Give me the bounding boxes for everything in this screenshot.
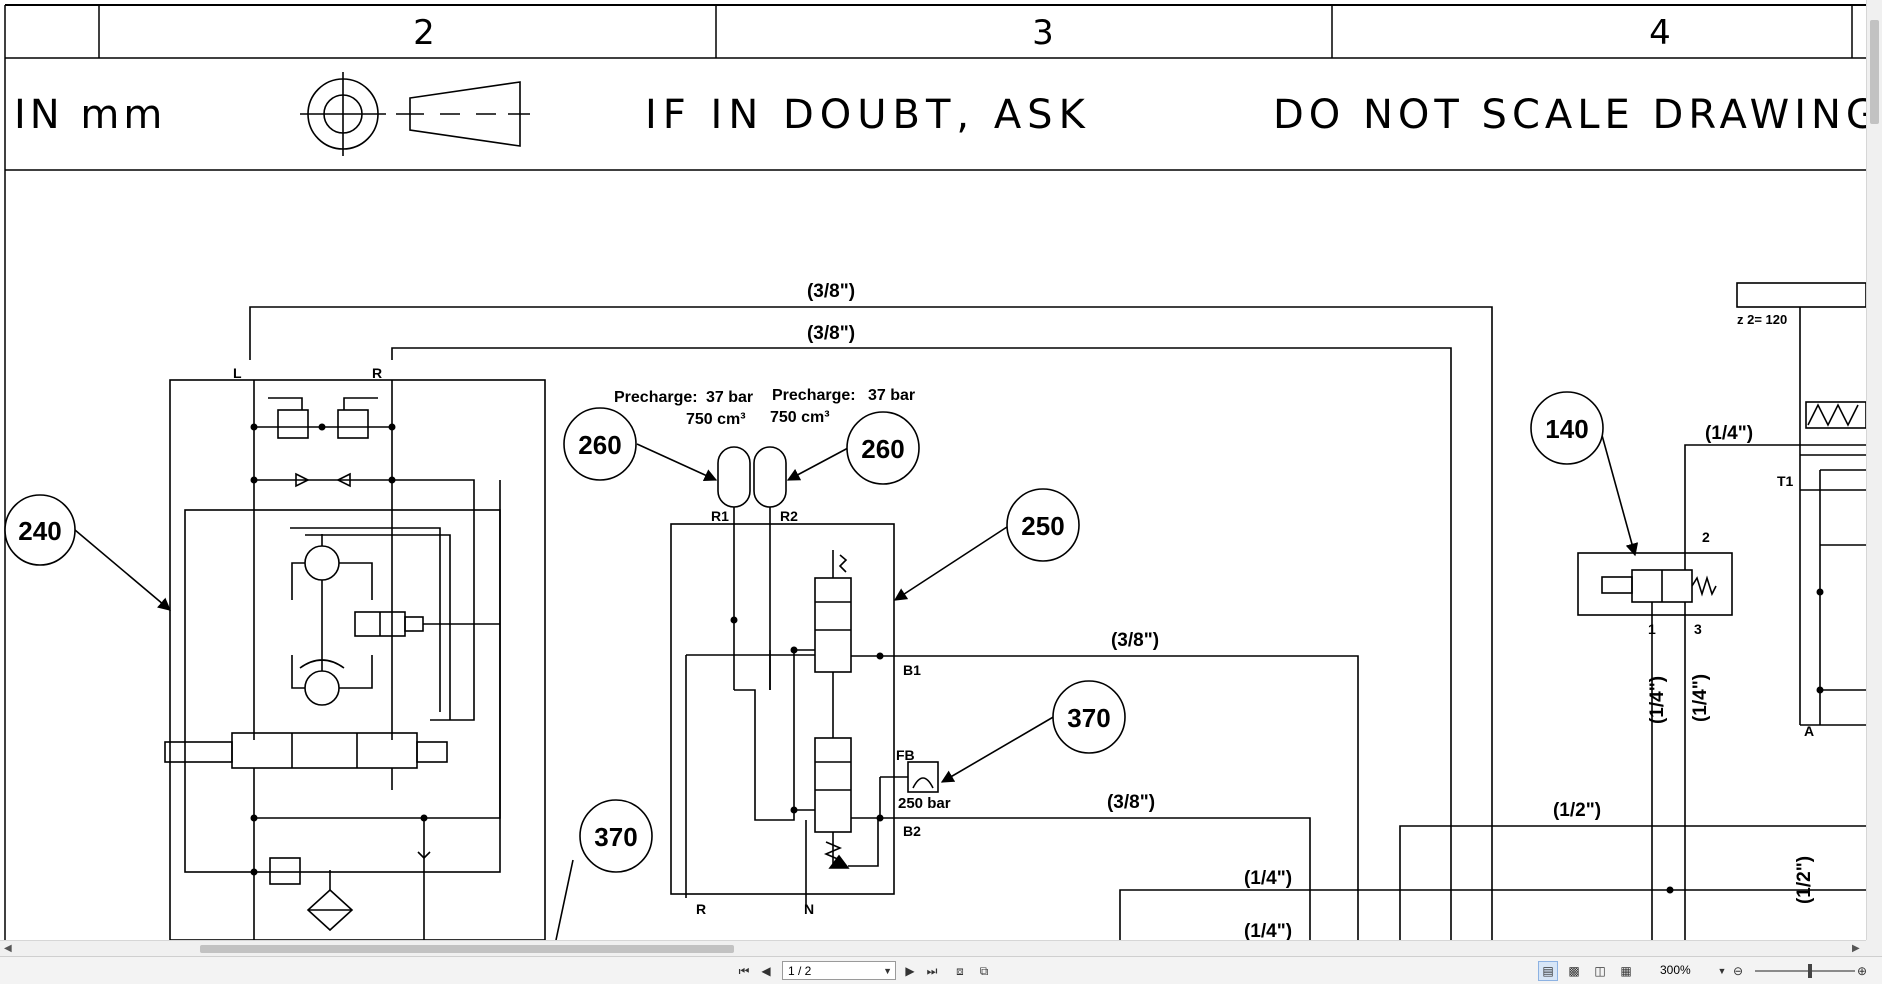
port-N: N [804, 901, 814, 917]
pipe-label-b2: (3/8") [1107, 792, 1155, 813]
book-view-icon: ▦ [1620, 964, 1632, 978]
zoom-dropdown[interactable]: ▼ [1712, 961, 1732, 981]
prev-page-button[interactable]: ◀ [756, 961, 776, 981]
two-page-view-button[interactable]: ◫ [1590, 961, 1610, 981]
callout-240: 240 [18, 516, 61, 546]
two-page-icon: ◫ [1594, 964, 1606, 978]
units-text: IN mm [14, 92, 166, 138]
port-R-top: R [372, 365, 382, 381]
callout-260-right: 260 [861, 434, 904, 464]
pipe-label-half-1: (1/2") [1553, 800, 1601, 821]
horizontal-scroll-thumb[interactable] [200, 945, 734, 953]
single-page-icon: ▤ [1542, 964, 1554, 978]
gear-ratio-label: z 2= 120 [1737, 312, 1787, 327]
zoom-slider[interactable] [1755, 970, 1855, 972]
port-3: 3 [1694, 621, 1702, 637]
next-view-icon: ⧉ [979, 963, 989, 978]
next-view-button[interactable]: ⧉ [974, 961, 994, 981]
callout-260-left: 260 [578, 430, 621, 460]
horizontal-scrollbar[interactable]: ◀ ▶ [0, 940, 1866, 956]
callout-leaders [74, 427, 1639, 940]
document-viewport[interactable]: 2 3 4 IN mm IF IN DOUBT, ASK DO NOT SCAL… [0, 0, 1866, 940]
book-view-button[interactable]: ▦ [1616, 961, 1636, 981]
pipe-label-b1: (3/8") [1111, 630, 1159, 651]
port-T1: T1 [1777, 473, 1794, 489]
port-B1: B1 [903, 662, 921, 678]
zone-number-3: 3 [1032, 13, 1054, 53]
zoom-out-button[interactable]: ⊖ [1728, 961, 1748, 981]
junction-dots [250, 423, 1824, 894]
precharge-label-left: Precharge: [614, 389, 698, 406]
port-A: A [1804, 723, 1814, 739]
zoom-in-button[interactable]: ⊕ [1852, 961, 1872, 981]
page-indicator: 1 / 2 [788, 964, 812, 978]
port-FB: FB [896, 747, 915, 763]
port-1: 1 [1648, 621, 1656, 637]
title-block [4, 4, 1866, 940]
projection-symbol-icon [300, 72, 530, 156]
callout-circles [4, 391, 1604, 873]
status-bar: ⏮ ◀ 1 / 2 ▼ ▶ ⏭ ⧈ ⧉ ▤ ▩ ◫ ▦ 300% ▼ ⊖ ⊕ [0, 956, 1882, 984]
pipe-label-quarter-1: (1/4") [1244, 868, 1292, 889]
pipe-label-quarter-v2: (1/4") [1690, 674, 1711, 722]
zoom-level[interactable]: 300% [1660, 963, 1691, 977]
prev-view-icon: ⧈ [956, 963, 964, 978]
callout-370-left: 370 [594, 822, 637, 852]
port-R-bottom: R [696, 901, 706, 917]
accumulator-volume-left: 750 cm³ [686, 411, 746, 428]
pipe-label-quarter-3: (1/4") [1705, 423, 1753, 444]
zoom-slider-handle[interactable] [1808, 964, 1812, 978]
port-L: L [233, 365, 242, 381]
callout-250: 250 [1021, 511, 1064, 541]
pressure-250-label: 250 bar [898, 795, 951, 812]
zone-number-4: 4 [1649, 13, 1671, 53]
next-page-icon: ▶ [905, 964, 915, 978]
schematic-drawing: 2 3 4 IN mm IF IN DOUBT, ASK DO NOT SCAL… [4, 4, 1866, 940]
pipe-label-top-1: (3/8") [807, 281, 855, 302]
precharge-label-right: Precharge: [772, 387, 856, 404]
chevron-down-icon: ▼ [1717, 966, 1727, 976]
continuous-icon: ▩ [1568, 964, 1580, 978]
scrollbar-corner [1866, 940, 1882, 956]
prev-page-icon: ◀ [761, 964, 771, 978]
zoom-in-icon: ⊕ [1856, 964, 1868, 978]
pipe-label-quarter-2: (1/4") [1244, 921, 1292, 940]
callout-370-right: 370 [1067, 703, 1110, 733]
scale-text: DO NOT SCALE DRAWING [1273, 92, 1866, 138]
scroll-right-icon[interactable]: ▶ [1852, 943, 1860, 954]
vertical-scrollbar[interactable] [1866, 0, 1882, 940]
precharge-value-left: 37 bar [706, 389, 753, 406]
doubt-text: IF IN DOUBT, ASK [645, 92, 1091, 138]
next-page-button[interactable]: ▶ [900, 961, 920, 981]
last-page-icon: ⏭ [926, 963, 938, 978]
port-B2: B2 [903, 823, 921, 839]
port-R2: R2 [780, 508, 798, 524]
first-page-button[interactable]: ⏮ [734, 961, 754, 981]
page-number-field[interactable]: 1 / 2 ▼ [782, 961, 896, 980]
last-page-button[interactable]: ⏭ [922, 961, 942, 981]
zoom-out-icon: ⊖ [1732, 964, 1744, 978]
port-2: 2 [1702, 529, 1710, 545]
continuous-view-button[interactable]: ▩ [1564, 961, 1584, 981]
chevron-down-icon[interactable]: ▼ [883, 966, 892, 976]
scroll-left-icon[interactable]: ◀ [4, 943, 12, 954]
single-page-view-button[interactable]: ▤ [1538, 961, 1558, 981]
pipe-label-quarter-v1: (1/4") [1647, 676, 1668, 724]
precharge-value-right: 37 bar [868, 387, 915, 404]
pipe-label-half-v: (1/2") [1794, 856, 1815, 904]
hydraulic-circuit [164, 282, 1866, 940]
port-R1: R1 [711, 508, 729, 524]
callout-140: 140 [1545, 414, 1588, 444]
pipe-label-top-2: (3/8") [807, 323, 855, 344]
prev-view-button[interactable]: ⧈ [950, 961, 970, 981]
first-page-icon: ⏮ [738, 963, 750, 978]
vertical-scroll-thumb[interactable] [1870, 20, 1879, 124]
zone-number-2: 2 [413, 13, 435, 53]
accumulator-volume-right: 750 cm³ [770, 409, 830, 426]
